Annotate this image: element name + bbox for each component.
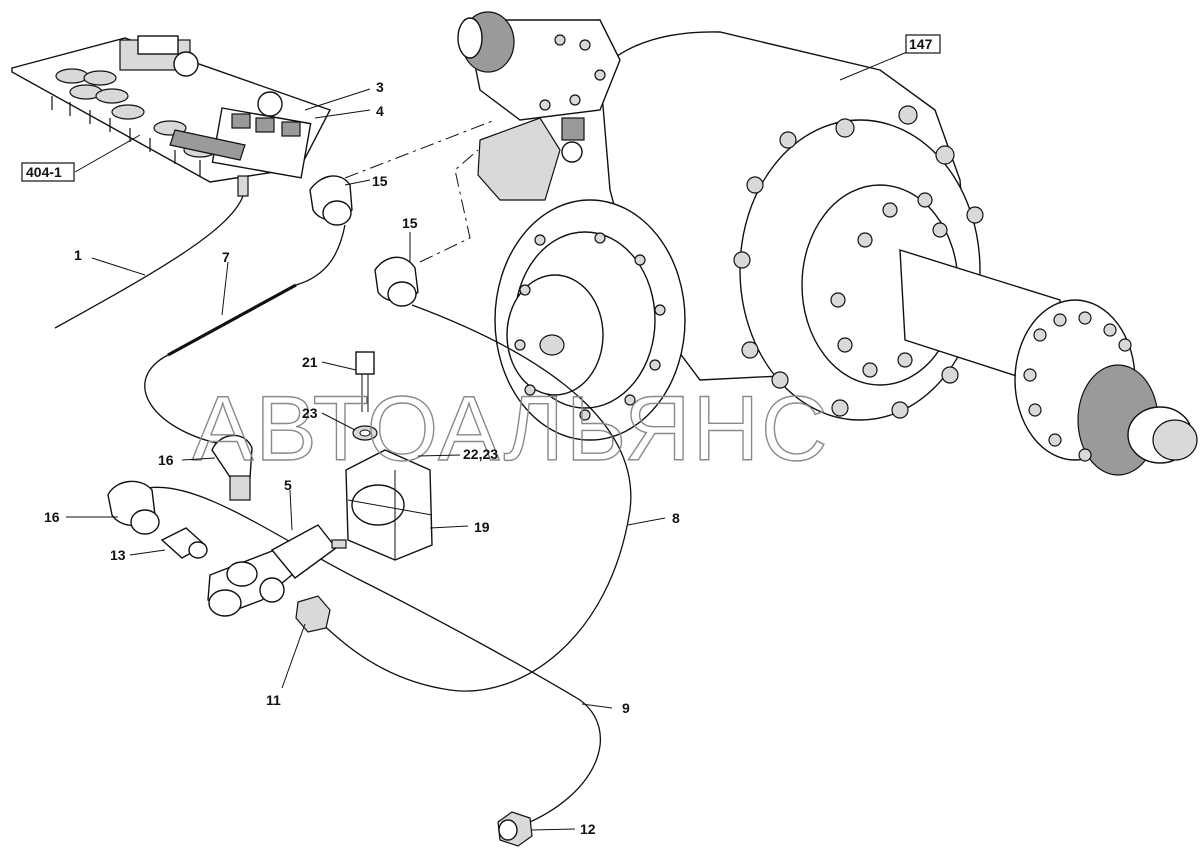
hose-9 (147, 486, 602, 823)
label-22-23: 22,23 (463, 446, 498, 462)
label-12: 12 (580, 821, 596, 837)
label-16-upper: 16 (158, 452, 174, 468)
clamp-19 (345, 449, 433, 561)
bolt-21 (355, 351, 375, 412)
hose-8 (317, 304, 632, 692)
label-4: 4 (376, 103, 384, 119)
label-404-1: 404-1 (26, 164, 62, 180)
nut-11 (295, 595, 331, 633)
label-8: 8 (672, 510, 680, 526)
label-19: 19 (474, 519, 490, 535)
label-3: 3 (376, 79, 384, 95)
fittings (107, 175, 533, 847)
elbow-16-upper (211, 434, 253, 481)
label-16-lower: 16 (44, 509, 60, 525)
label-147: 147 (909, 36, 933, 52)
callout-labels: 3 4 15 15 1 7 21 23 22,23 16 5 16 19 8 1… (44, 79, 680, 837)
label-15-lower: 15 (402, 215, 418, 231)
label-21: 21 (302, 354, 318, 370)
valve-panel-assembly (11, 35, 331, 197)
watermark: АВТОАЛЬЯНС (192, 378, 830, 480)
label-404-1-box: 404-1 (21, 162, 75, 182)
label-1: 1 (74, 247, 82, 263)
label-11: 11 (266, 692, 281, 708)
drive-axle-assembly (457, 11, 1198, 476)
label-147-box: 147 (905, 34, 941, 54)
label-13: 13 (110, 547, 126, 563)
label-23: 23 (302, 405, 318, 421)
hose-1 (54, 195, 244, 329)
tube-7 (167, 283, 297, 357)
label-15-upper: 15 (372, 173, 388, 189)
label-9: 9 (622, 700, 630, 716)
label-5: 5 (284, 477, 292, 493)
leader-lines (66, 51, 908, 831)
label-7: 7 (222, 249, 230, 265)
hoses (54, 119, 632, 823)
